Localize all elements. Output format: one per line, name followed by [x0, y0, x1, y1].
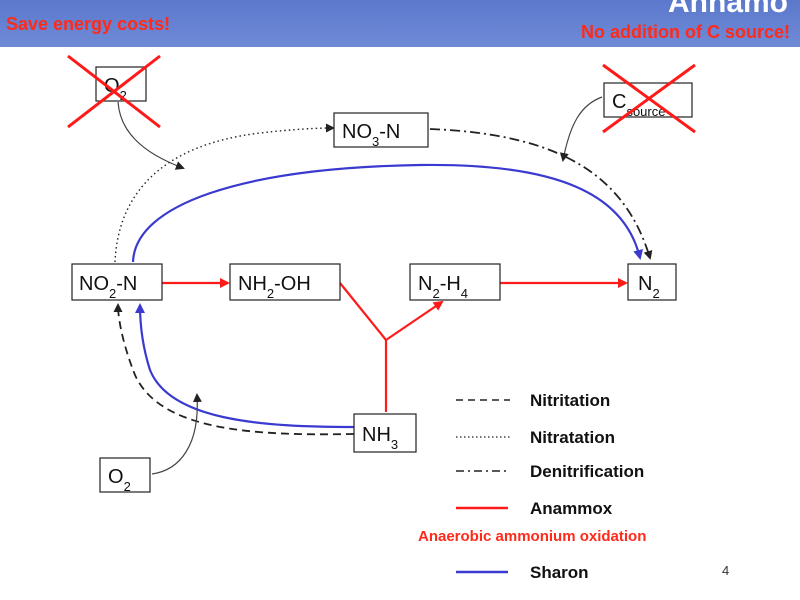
anammox-arrow-junction-to-hydrazine [385, 300, 444, 341]
legend-label-anammox: Anammox [530, 499, 613, 518]
title-banner: Annamo Save energy costs! No addition of… [0, 0, 800, 47]
ammonia-node: NH3 [353, 413, 417, 453]
nitrite-node: NO2-N [71, 263, 163, 301]
nitratation-arc-nitrite-to-nitrate [114, 123, 335, 263]
slide-title: Annamo [668, 0, 788, 19]
legend-label-nitritation: Nitritation [530, 391, 610, 410]
no-carbon-slogan: No addition of C source! [581, 22, 790, 42]
carbon-input-arrow [559, 96, 603, 162]
crossout-line [602, 63, 696, 134]
oxygen-input-arrow-top [117, 101, 185, 170]
svg-text:NH3: NH3 [362, 424, 398, 452]
nitrate-node: NO3-N [333, 112, 429, 149]
nitritation-arc-ammonia-to-nitrite [113, 303, 355, 436]
hydroxylamine-node: NH2-OH [229, 263, 341, 301]
svg-text:NH2-OH: NH2-OH [238, 273, 311, 301]
svg-text:N2: N2 [638, 273, 660, 301]
legend-label-sharon: Sharon [530, 563, 589, 582]
carbon-source-node: Csource [602, 63, 696, 134]
legend-label-denitrification: Denitrification [530, 462, 644, 481]
legend: Nitritation Nitratation Denitrification … [418, 391, 646, 582]
legend-label-nitratation: Nitratation [530, 428, 615, 447]
svg-text:N2-H4: N2-H4 [418, 273, 468, 301]
page-number: 4 [722, 563, 729, 578]
save-energy-slogan: Save energy costs! [6, 14, 171, 34]
oxygen-top-node: O2 [67, 54, 161, 129]
denitrification-arc-nitrate-to-n2 [429, 128, 653, 260]
oxygen-input-arrow-bottom [151, 393, 202, 475]
svg-text:O2: O2 [108, 466, 131, 494]
crossout-line [67, 54, 161, 129]
sharon-arc-ammonia-to-nitrite [135, 303, 355, 429]
legend-anammox-description: Anaerobic ammonium oxidation [418, 528, 646, 545]
anammox-line-hydroxylamine-to-junction [339, 282, 387, 341]
svg-text:NO2-N: NO2-N [79, 273, 137, 301]
oxygen-bottom-node: O2 [99, 457, 151, 494]
nitrogen-gas-node: N2 [627, 263, 677, 301]
svg-text:NO3-N: NO3-N [342, 121, 400, 149]
hydrazine-node: N2-H4 [409, 263, 501, 301]
sharon-arc-nitrite-to-n2 [131, 163, 644, 263]
